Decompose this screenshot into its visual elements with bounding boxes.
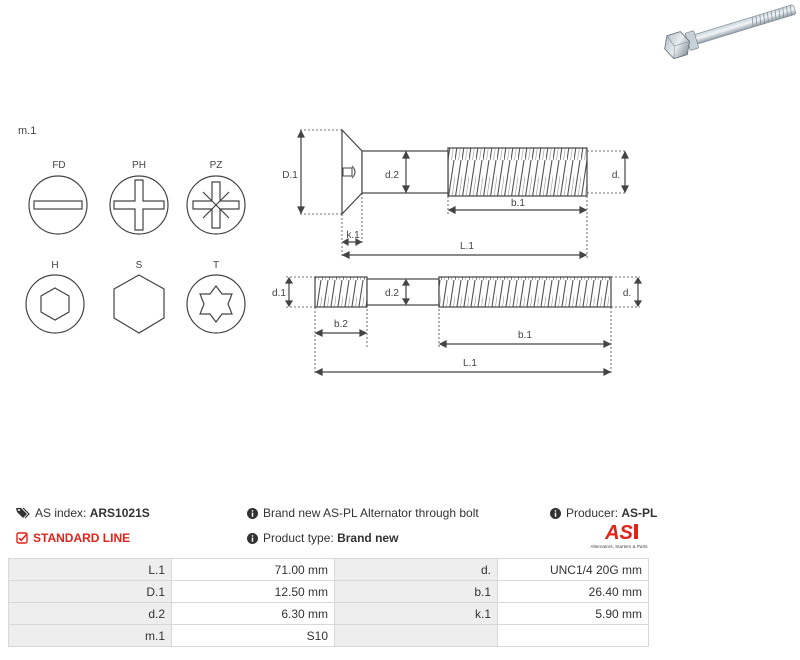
producer-value: AS-PL bbox=[621, 506, 658, 520]
as-pl-logo: AS Alternators, Starters & Parts bbox=[590, 522, 648, 549]
spec-table: L.1 71.00 mm d. UNC1/4 20G mm D.1 12.50 … bbox=[8, 558, 649, 647]
torx-drive-icon bbox=[186, 274, 246, 334]
spec-value: 6.30 mm bbox=[171, 602, 335, 625]
info-icon bbox=[247, 508, 258, 519]
product-description: Brand new AS-PL Alternator through bolt bbox=[263, 506, 479, 520]
spec-value: 12.50 mm bbox=[171, 580, 335, 603]
dim-stud-d2: d.2 bbox=[385, 288, 399, 299]
spec-value: S10 bbox=[171, 624, 335, 647]
stud-diagram: d.1 d.2 d. b.2 b.1 L.1 bbox=[272, 276, 643, 376]
head-code-t: T bbox=[213, 260, 219, 271]
dim-bolt-b1: b.1 bbox=[511, 198, 525, 209]
dim-stud-b2: b.2 bbox=[334, 319, 348, 330]
table-row: L.1 71.00 mm d. UNC1/4 20G mm bbox=[8, 558, 649, 581]
head-code-pz: PZ bbox=[210, 160, 223, 171]
as-index-row: AS index: ARS1021S bbox=[16, 506, 150, 520]
description-row: Brand new AS-PL Alternator through bolt bbox=[247, 506, 479, 520]
spec-value bbox=[497, 624, 649, 647]
dim-stud-d1: d.1 bbox=[272, 288, 286, 299]
dim-bolt-D1: D.1 bbox=[282, 170, 298, 181]
spec-label: d.2 bbox=[8, 602, 172, 625]
bolt-diagram: D.1 d.2 d. b.1 k.1 L.1 bbox=[282, 128, 629, 259]
producer-row: Producer: AS-PL bbox=[550, 506, 657, 520]
head-code-h: H bbox=[51, 260, 58, 271]
dim-stud-b1: b.1 bbox=[518, 330, 532, 341]
spec-value: 26.40 mm bbox=[497, 580, 649, 603]
spec-label: d. bbox=[334, 558, 498, 581]
dim-stud-d: d. bbox=[623, 288, 631, 299]
product-photo bbox=[664, 4, 797, 60]
standard-line-label: STANDARD LINE bbox=[33, 531, 131, 545]
product-type-value: Brand new bbox=[337, 531, 399, 545]
producer-label: Producer: bbox=[566, 506, 619, 520]
spec-value: 71.00 mm bbox=[171, 558, 335, 581]
flat-slot-drive-icon bbox=[28, 175, 88, 235]
head-code-ph: PH bbox=[132, 160, 146, 171]
spec-label: D.1 bbox=[8, 580, 172, 603]
product-type-row: Product type: Brand new bbox=[247, 531, 398, 545]
phillips-drive-icon bbox=[109, 175, 169, 235]
spec-label: L.1 bbox=[8, 558, 172, 581]
as-index-label: AS index: bbox=[35, 506, 87, 520]
table-row: D.1 12.50 mm b.1 26.40 mm bbox=[8, 580, 649, 603]
info-icon bbox=[247, 533, 258, 544]
tags-icon bbox=[16, 507, 30, 519]
table-row: m.1 S10 bbox=[8, 624, 649, 647]
product-type-label: Product type: bbox=[263, 531, 334, 545]
logo-tagline: Alternators, Starters & Parts bbox=[590, 544, 648, 549]
dim-bolt-d2: d.2 bbox=[385, 170, 399, 181]
checkbox-checked-icon bbox=[16, 532, 28, 544]
spec-value: UNC1/4 20G mm bbox=[497, 558, 649, 581]
spec-label: m.1 bbox=[8, 624, 172, 647]
as-index-value: ARS1021S bbox=[89, 506, 150, 520]
spec-value: 5.90 mm bbox=[497, 602, 649, 625]
info-icon bbox=[550, 508, 561, 519]
dim-bolt-d: d. bbox=[612, 170, 620, 181]
spec-label: k.1 bbox=[334, 602, 498, 625]
hex-socket-drive-icon bbox=[25, 274, 85, 334]
dim-bolt-L1: L.1 bbox=[460, 241, 474, 252]
logo-mark: AS bbox=[604, 522, 633, 544]
table-row: d.2 6.30 mm k.1 5.90 mm bbox=[8, 602, 649, 625]
spec-label bbox=[334, 624, 498, 647]
hex-head-icon bbox=[113, 274, 165, 334]
dim-bolt-k1: k.1 bbox=[346, 230, 360, 241]
section-label: m.1 bbox=[18, 125, 36, 137]
standard-line-row: STANDARD LINE bbox=[16, 531, 130, 545]
pozidriv-drive-icon bbox=[186, 175, 246, 235]
head-code-s: S bbox=[136, 260, 143, 271]
dim-stud-L1: L.1 bbox=[463, 358, 477, 369]
technical-diagram: m.1 FD PH PZ H S T bbox=[18, 4, 797, 376]
head-code-fd: FD bbox=[52, 160, 65, 171]
spec-label: b.1 bbox=[334, 580, 498, 603]
